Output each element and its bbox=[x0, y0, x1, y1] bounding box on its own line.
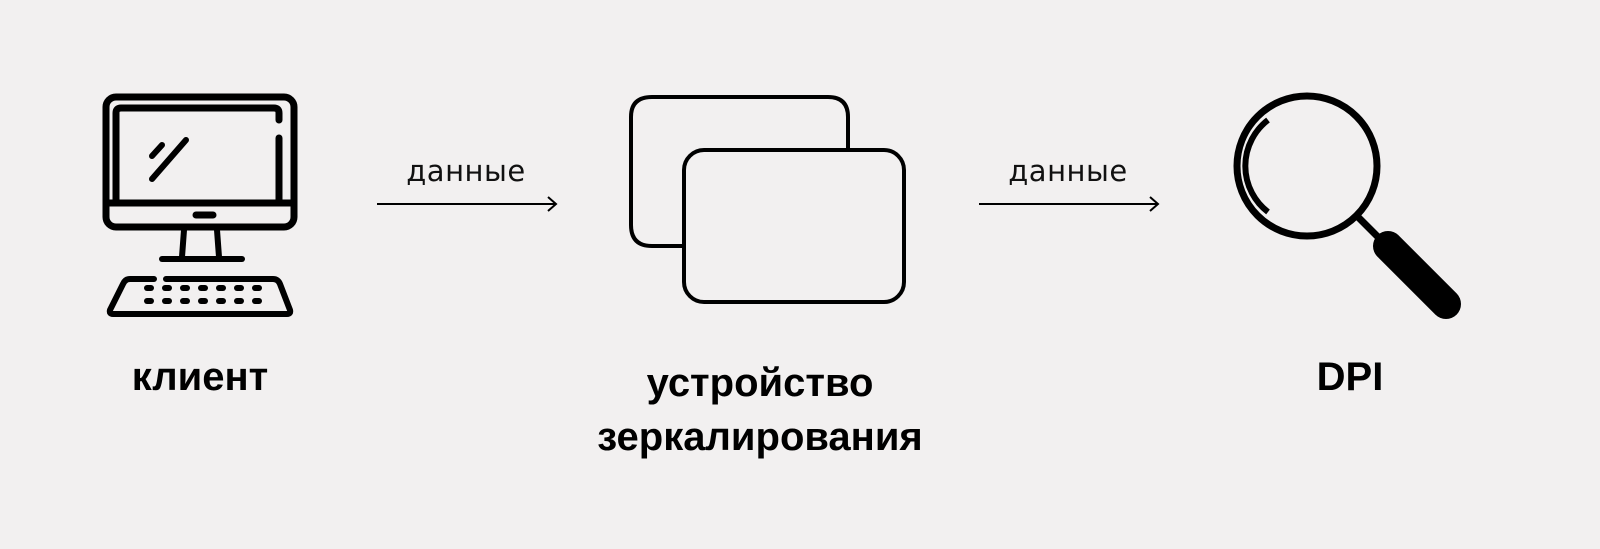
edge-label-data: данные bbox=[406, 154, 526, 188]
arrow-right-icon bbox=[377, 196, 558, 212]
computer-icon bbox=[100, 90, 300, 320]
node-label-dpi: DPI bbox=[1316, 355, 1384, 399]
stacked-rectangles-icon bbox=[620, 90, 910, 310]
node-label-client: клиент bbox=[131, 355, 269, 399]
magnifying-glass-icon bbox=[1230, 90, 1470, 330]
node-label-mirroring-device: устройство зеркалирования bbox=[597, 361, 923, 459]
edge-label-data: данные bbox=[1008, 154, 1128, 188]
arrow-right-icon bbox=[979, 196, 1160, 212]
